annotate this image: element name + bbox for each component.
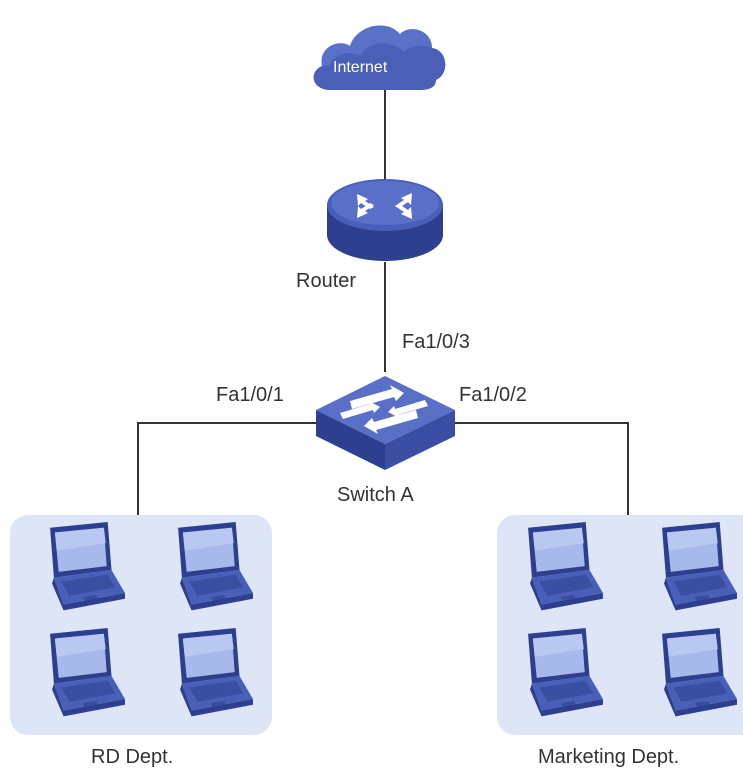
link-switch-marketing xyxy=(452,422,629,515)
group-label-rd: RD Dept. xyxy=(91,746,174,768)
cloud-icon xyxy=(313,25,446,91)
router-icon xyxy=(327,179,443,261)
internet-label: Internet xyxy=(333,59,388,76)
group-rd xyxy=(10,515,272,735)
links xyxy=(137,90,629,515)
link-switch-rd xyxy=(137,422,318,515)
switch-icon xyxy=(316,376,455,470)
port-label-fa1-0-2: Fa1/0/2 xyxy=(459,384,527,406)
port-label-fa1-0-1: Fa1/0/1 xyxy=(216,384,284,406)
group-marketing xyxy=(497,515,743,735)
port-label-fa1-0-3: Fa1/0/3 xyxy=(402,331,470,353)
router-label: Router xyxy=(296,270,357,292)
switch-label: Switch A xyxy=(337,484,414,506)
group-label-marketing: Marketing Dept. xyxy=(538,746,680,768)
